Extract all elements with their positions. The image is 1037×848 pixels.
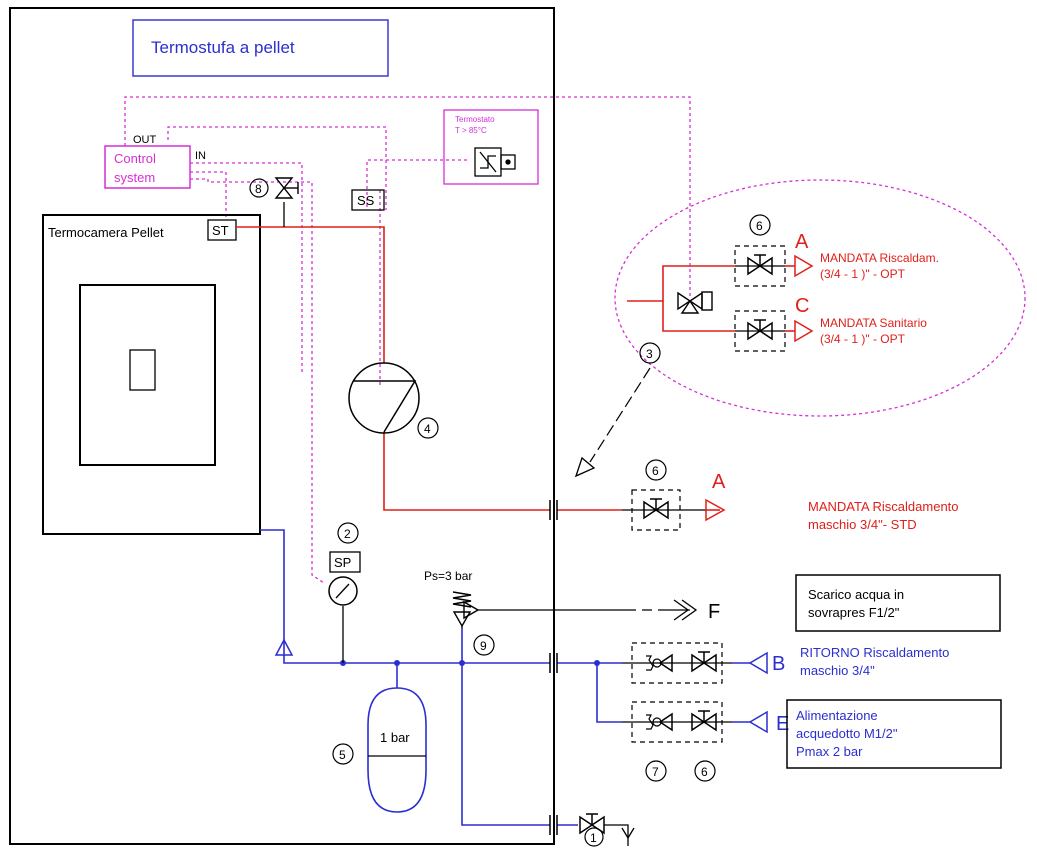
chamber-label: Termocamera Pellet (48, 225, 164, 240)
number-6c: 6 (701, 765, 708, 779)
letter-a-main: A (712, 471, 726, 493)
stove-enclosure (9, 7, 555, 845)
number-6a-circle (749, 214, 771, 236)
sensor-sp (329, 551, 361, 573)
combustion-chamber (42, 214, 261, 535)
sensor-ss (351, 189, 385, 211)
three-way-valve (677, 291, 713, 314)
flow-direction-arrow (274, 638, 294, 656)
opt-heating-arrow (794, 254, 814, 278)
number-5: 5 (339, 748, 346, 762)
thermostat-label-1: Termostato (455, 115, 495, 124)
opt-heating-valve (747, 254, 773, 275)
control-system-box (104, 145, 191, 189)
main-flow-label-1: MANDATA Riscaldamento (808, 499, 959, 514)
letter-c-top: C (795, 295, 809, 317)
main-flow-valve (643, 498, 669, 519)
letter-b: B (772, 653, 785, 675)
discharge-arrow (662, 599, 698, 621)
sensor-sp-label: SP (334, 555, 351, 570)
drain-label-2: sovrapres F1/2" (808, 605, 900, 620)
number-3: 3 (646, 347, 653, 361)
number-9-circle (473, 634, 495, 656)
number-8: 8 (255, 182, 262, 196)
number-7: 7 (652, 765, 659, 779)
number-6a: 6 (756, 219, 763, 233)
opt-heating-label-2: (3/4 - 1 )" - OPT (820, 267, 906, 281)
sensor-st (207, 219, 237, 241)
sensor-ss-label: SS (357, 193, 375, 208)
number-8-circle (249, 178, 269, 198)
number-7-circle (645, 760, 667, 782)
safety-valve (452, 591, 480, 628)
number-4: 4 (424, 422, 431, 436)
optional-connector-arrow (574, 456, 596, 478)
drain-box (795, 574, 1001, 632)
number-9: 9 (480, 639, 487, 653)
number-4-circle (417, 417, 439, 439)
number-6b: 6 (652, 464, 659, 478)
page-title: Termostufa a pellet (151, 38, 295, 57)
number-2: 2 (344, 527, 351, 541)
opt-sanitary-label-1: MANDATA Sanitario (820, 316, 927, 330)
number-3-circle (639, 342, 661, 364)
number-2-circle (337, 522, 359, 544)
number-5-circle (332, 743, 354, 765)
thermostat-label-2: T > 85°C (455, 126, 487, 135)
supply-shutoff-valve (691, 710, 717, 731)
manometer (328, 576, 358, 606)
flow-piping (236, 226, 795, 511)
thermostat-icon (474, 147, 516, 177)
pipe-junctions (340, 660, 600, 666)
supply-label-1: Alimentazione (796, 708, 878, 723)
number-1: 1 (590, 831, 597, 845)
wall-fittings (549, 500, 558, 835)
letter-e: E (776, 713, 789, 735)
opt-sanitary-arrow (794, 319, 814, 343)
control-wiring (124, 96, 691, 584)
supply-arrow (748, 710, 768, 734)
title-box (132, 19, 389, 77)
opt-sanitary-valve (747, 319, 773, 340)
safety-valve-pressure: Ps=3 bar (424, 569, 472, 583)
thermostat-box (443, 109, 539, 185)
supply-label-2: acquedotto M1/2" (796, 726, 898, 741)
number-6b-circle (645, 459, 667, 481)
opt-heating-label-1: MANDATA Riscaldam. (820, 251, 939, 265)
control-system-label-1: Control (114, 151, 156, 166)
return-piping (260, 529, 750, 826)
in-label: IN (195, 150, 206, 162)
main-flow-arrow (705, 498, 726, 522)
supply-box (786, 699, 1002, 769)
return-label-1: RITORNO Riscaldamento (800, 645, 949, 660)
circulation-pump (348, 362, 420, 434)
main-flow-label-2: maschio 3/4"- STD (808, 517, 917, 532)
opt-sanitary-label-2: (3/4 - 1 )" - OPT (820, 332, 906, 346)
manometer-needle (335, 583, 350, 599)
optional-connector (589, 367, 651, 463)
control-system-label-2: system (114, 170, 155, 185)
expansion-tank-pressure: 1 bar (380, 730, 410, 745)
optional-module-outline (614, 179, 1026, 417)
expansion-tank (367, 687, 427, 813)
number-6c-circle (694, 760, 716, 782)
sensor-st-label: ST (212, 223, 229, 238)
return-shutoff-valve (691, 651, 717, 672)
return-arrow (748, 651, 768, 675)
drain-cock-outlet (604, 824, 629, 838)
chamber-inner-frame (79, 284, 216, 466)
letter-a-top: A (795, 231, 809, 253)
out-label: OUT (133, 134, 157, 146)
air-vent-valve (274, 177, 299, 199)
drain-label-1: Scarico acqua in (808, 587, 904, 602)
letter-f: F (708, 601, 720, 623)
chamber-window (129, 349, 156, 391)
number-1-circle (584, 827, 604, 847)
return-label-2: maschio 3/4" (800, 663, 875, 678)
supply-label-3: Pmax 2 bar (796, 744, 863, 759)
